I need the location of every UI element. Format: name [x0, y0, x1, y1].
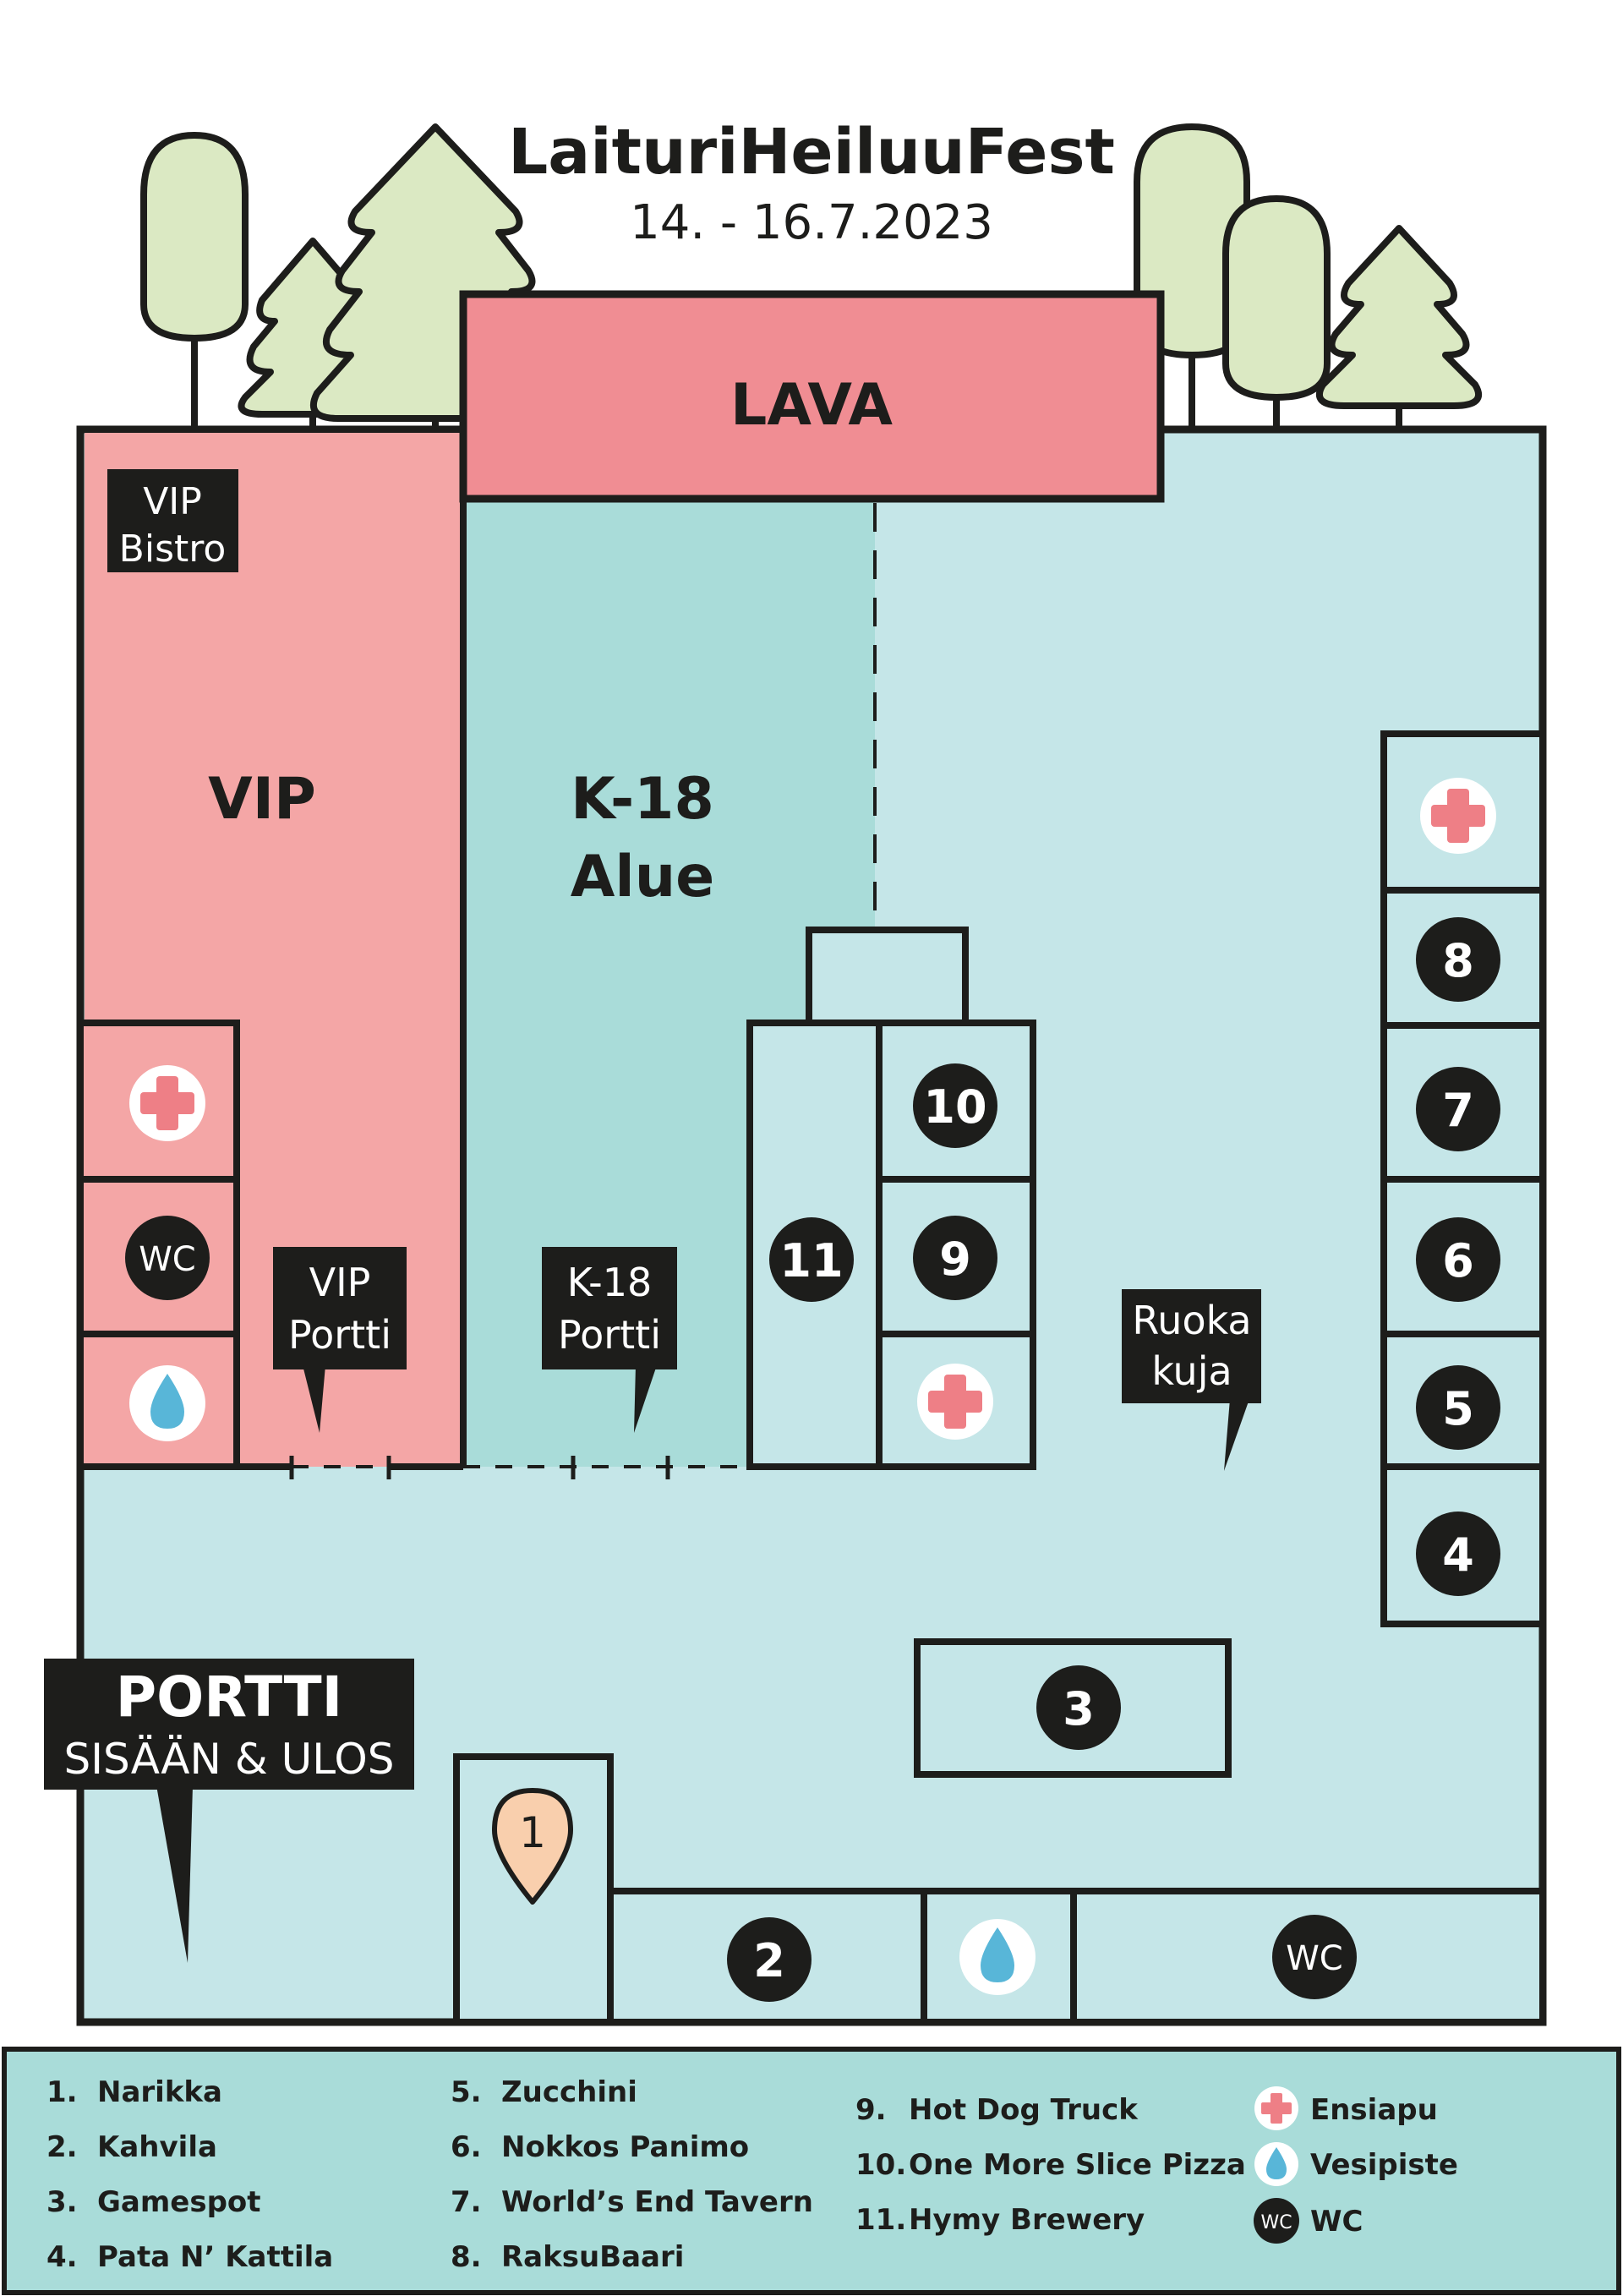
- first-aid-icon: [1254, 2086, 1298, 2130]
- legend-item: Hymy Brewery: [909, 2203, 1145, 2237]
- legend-item: Kahvila: [97, 2130, 217, 2164]
- water-drop-icon: [1254, 2142, 1298, 2186]
- festival-title: LaituriHeiluuFest: [508, 116, 1115, 189]
- wc-label: WC: [1286, 1939, 1342, 1978]
- wc-label: WC: [1260, 2212, 1292, 2233]
- vip-bistro-line2: Bistro: [119, 528, 227, 571]
- legend-item: Hot Dog Truck: [909, 2093, 1139, 2127]
- water-drop-icon: [959, 1919, 1036, 1995]
- stall-3-marker: 3: [1036, 1665, 1121, 1750]
- legend: 1. Narikka 2. Kahvila 3. Gamespot 4. Pat…: [2, 2047, 1621, 2295]
- stall-9-marker: 9: [913, 1216, 997, 1300]
- main-gate-sign: PORTTI SISÄÄN & ULOS: [44, 1659, 414, 1963]
- wc-label: WC: [139, 1240, 195, 1279]
- stall-11-marker: 11: [769, 1217, 854, 1302]
- bottom-stalls: 1 2 WC: [453, 1753, 1546, 2025]
- stall-9-number: 9: [939, 1233, 971, 1286]
- food-alley-line2: kuja: [1151, 1348, 1232, 1394]
- legend-num: 6.: [451, 2130, 482, 2164]
- stall-7-number: 7: [1442, 1084, 1474, 1137]
- wc-icon: WC: [1254, 2198, 1299, 2244]
- center-block: 11 10 9: [746, 927, 1036, 1470]
- stall-2-number: 2: [753, 1934, 785, 1987]
- stage-label: LAVA: [730, 372, 893, 439]
- vip-gate-line1: VIP: [309, 1260, 371, 1305]
- vip-gate-sign: VIP Portti: [273, 1247, 407, 1433]
- vip-bistro-sign: VIP Bistro: [107, 469, 238, 572]
- vip-gate-line2: Portti: [288, 1312, 391, 1358]
- legend-item: RaksuBaari: [501, 2240, 684, 2274]
- wc-icon: WC: [1272, 1915, 1357, 1999]
- vip-zone-label: VIP: [208, 766, 316, 833]
- stall-8-marker: 8: [1416, 917, 1500, 1002]
- stall-8-number: 8: [1442, 934, 1474, 987]
- legend-item: World’s End Tavern: [501, 2185, 813, 2219]
- k18-gate-sign: K-18 Portti: [542, 1247, 677, 1433]
- k18-gate-line2: Portti: [558, 1312, 661, 1358]
- trees-right: [1134, 123, 1483, 427]
- legend-item: Narikka: [97, 2075, 222, 2109]
- legend-num: 9.: [855, 2093, 887, 2127]
- legend-icon-label: Ensiapu: [1310, 2093, 1438, 2127]
- stall-1-pin-marker: 1: [492, 1788, 573, 1905]
- legend-icon-label: Vesipiste: [1310, 2148, 1458, 2182]
- stall-10-marker: 10: [913, 1063, 997, 1148]
- legend-icon-label: WC: [1310, 2205, 1363, 2239]
- k18-zone-label-line2: Alue: [571, 844, 714, 910]
- stall-6-number: 6: [1442, 1234, 1474, 1287]
- stall-2-marker: 2: [727, 1917, 812, 2002]
- festival-dates: 14. - 16.7.2023: [630, 195, 993, 250]
- wc-icon: WC: [125, 1216, 210, 1300]
- stall-5-marker: 5: [1416, 1365, 1500, 1450]
- food-alley-line1: Ruoka: [1132, 1298, 1251, 1343]
- first-aid-icon: [129, 1065, 205, 1141]
- legend-item: Pata N’ Kattila: [97, 2240, 333, 2274]
- water-drop-icon: [129, 1365, 205, 1441]
- legend-num: 3.: [46, 2185, 78, 2219]
- stage: [459, 290, 1165, 503]
- stall-4-marker: 4: [1416, 1512, 1500, 1596]
- legend-num: 8.: [451, 2240, 482, 2274]
- stall-1-number: 1: [519, 1808, 546, 1857]
- first-aid-icon: [917, 1364, 993, 1440]
- vip-services-column: WC: [77, 1020, 240, 1470]
- stall-10-number: 10: [923, 1080, 986, 1134]
- legend-item: One More Slice Pizza: [909, 2148, 1246, 2182]
- legend-num: 11.: [855, 2203, 906, 2237]
- legend-num: 7.: [451, 2185, 482, 2219]
- main-gate-title: PORTTI: [116, 1665, 342, 1730]
- k18-zone-label-line1: K-18: [571, 766, 714, 833]
- legend-num: 2.: [46, 2130, 78, 2164]
- legend-item: Gamespot: [97, 2185, 261, 2219]
- k18-gate-line1: K-18: [567, 1260, 652, 1305]
- legend-item: Zucchini: [501, 2075, 637, 2109]
- stall-3-number: 3: [1063, 1682, 1095, 1736]
- first-aid-icon: [1420, 778, 1496, 854]
- main-gate-subtitle: SISÄÄN & ULOS: [64, 1735, 395, 1784]
- legend-num: 5.: [451, 2075, 482, 2109]
- legend-item: Nokkos Panimo: [501, 2130, 749, 2164]
- stall-11-number: 11: [779, 1234, 843, 1287]
- right-stall-column: 8 7 6 5 4: [1380, 730, 1546, 1627]
- stall-5-number: 5: [1442, 1382, 1474, 1435]
- stall-3: 3: [914, 1638, 1232, 1778]
- legend-num: 10.: [855, 2148, 906, 2182]
- stall-7-marker: 7: [1416, 1067, 1500, 1151]
- legend-num: 4.: [46, 2240, 78, 2274]
- legend-num: 1.: [46, 2075, 78, 2109]
- stall-6-marker: 6: [1416, 1217, 1500, 1302]
- vip-bistro-line1: VIP: [143, 480, 202, 523]
- food-alley-sign: Ruoka kuja: [1122, 1289, 1261, 1471]
- stall-4-number: 4: [1442, 1528, 1474, 1582]
